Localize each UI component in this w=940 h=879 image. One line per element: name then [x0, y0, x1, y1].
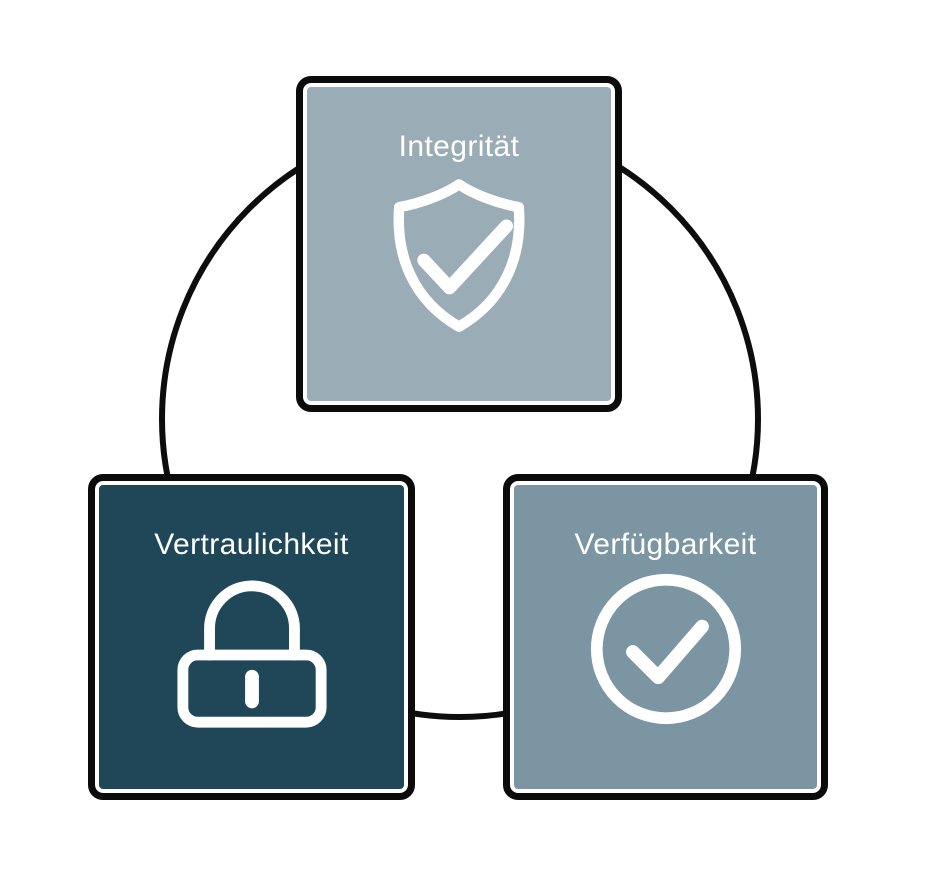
- node-integritaet: Integrität: [296, 76, 622, 412]
- lock-icon: [176, 580, 327, 728]
- node-verfuegbarkeit: Verfügbarkeit: [503, 474, 828, 800]
- node-label: Integrität: [398, 130, 520, 163]
- node-label: Verfügbarkeit: [574, 528, 757, 561]
- shield-check-icon: [393, 179, 525, 332]
- circle-check-icon: [590, 573, 741, 725]
- node-vertraulichkeit: Vertraulichkeit: [88, 474, 415, 800]
- node-label: Vertraulichkeit: [154, 528, 349, 561]
